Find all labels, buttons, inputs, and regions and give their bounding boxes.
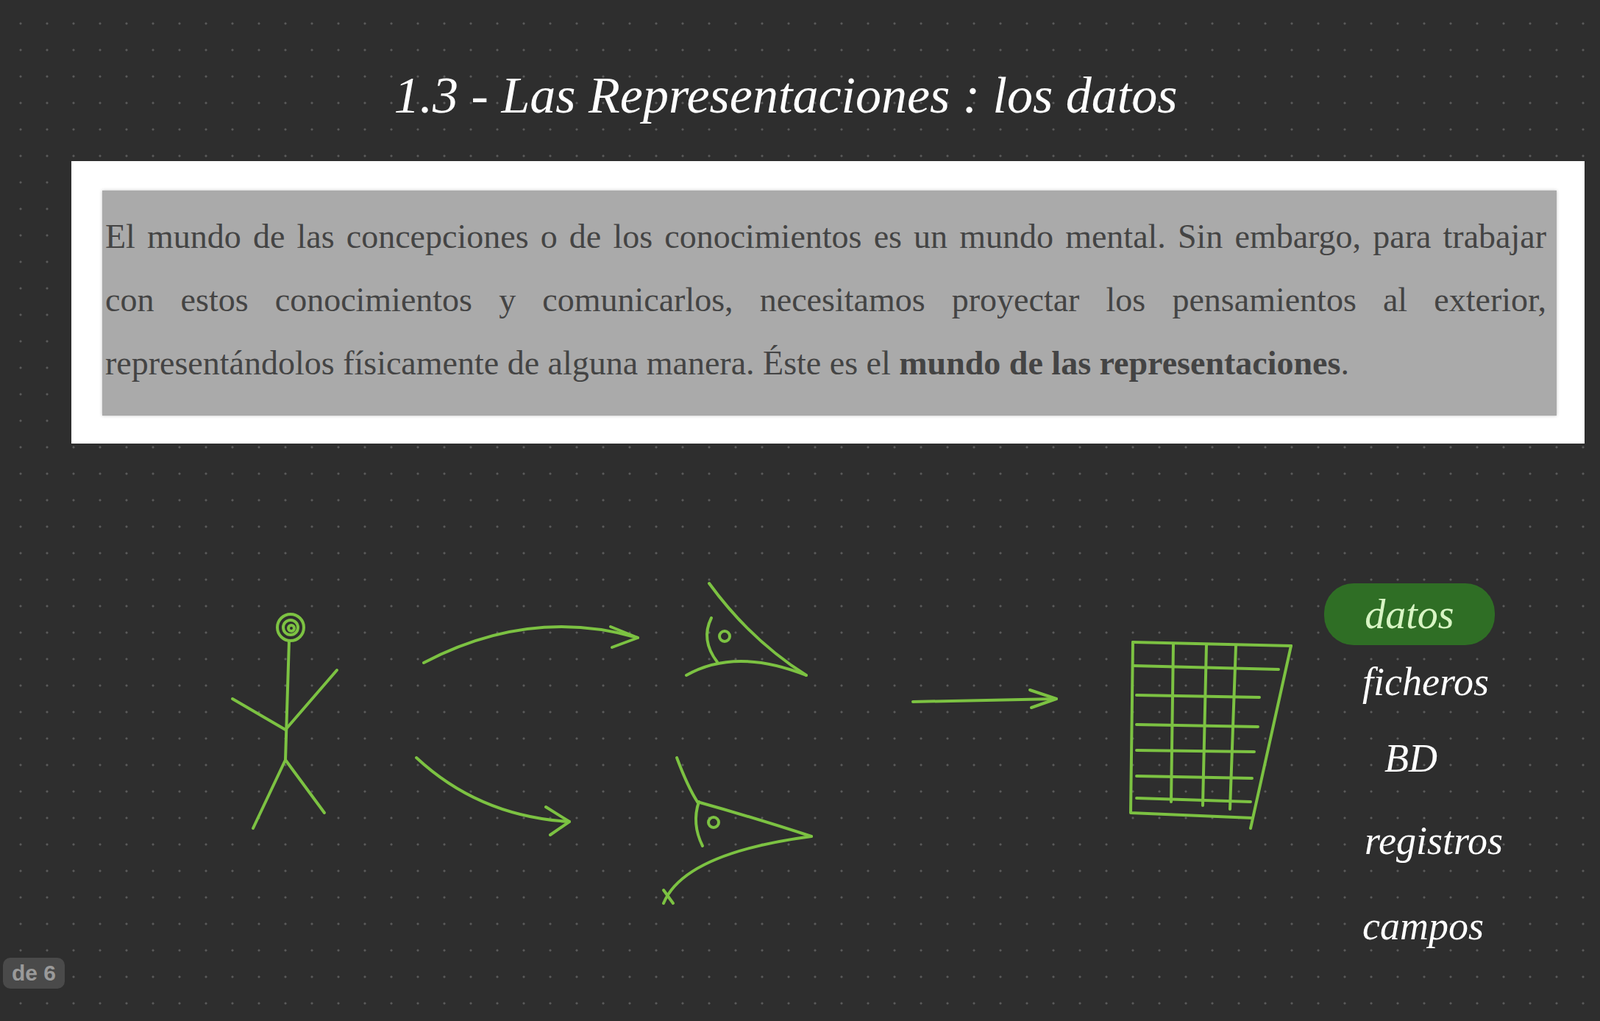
- title: 1.3 - Las Representaciones : los datos: [394, 66, 1178, 126]
- eye-symbols: [663, 583, 812, 904]
- quote-text: El mundo de las concepciones o de los co…: [105, 205, 1547, 396]
- list-item: BD: [1384, 735, 1438, 782]
- curved-arrows: [416, 626, 638, 835]
- quote-box: El mundo de las concepciones o de los co…: [71, 161, 1585, 444]
- quote-panel: El mundo de las concepciones o de los co…: [102, 190, 1557, 416]
- list-item: ficheros: [1362, 659, 1489, 705]
- highlight-pill: datos: [1324, 583, 1495, 646]
- straight-arrow: [912, 690, 1057, 708]
- stick-figure: [232, 614, 337, 829]
- page-indicator: de 6: [2, 957, 65, 989]
- highlight-text: datos: [1364, 591, 1454, 638]
- quote-fragment: mundo de las representaciones: [898, 344, 1341, 382]
- list-item: campos: [1362, 903, 1484, 949]
- quote-fragment: .: [1340, 344, 1350, 382]
- list-item: registros: [1364, 818, 1503, 864]
- table-grid: [1130, 642, 1292, 829]
